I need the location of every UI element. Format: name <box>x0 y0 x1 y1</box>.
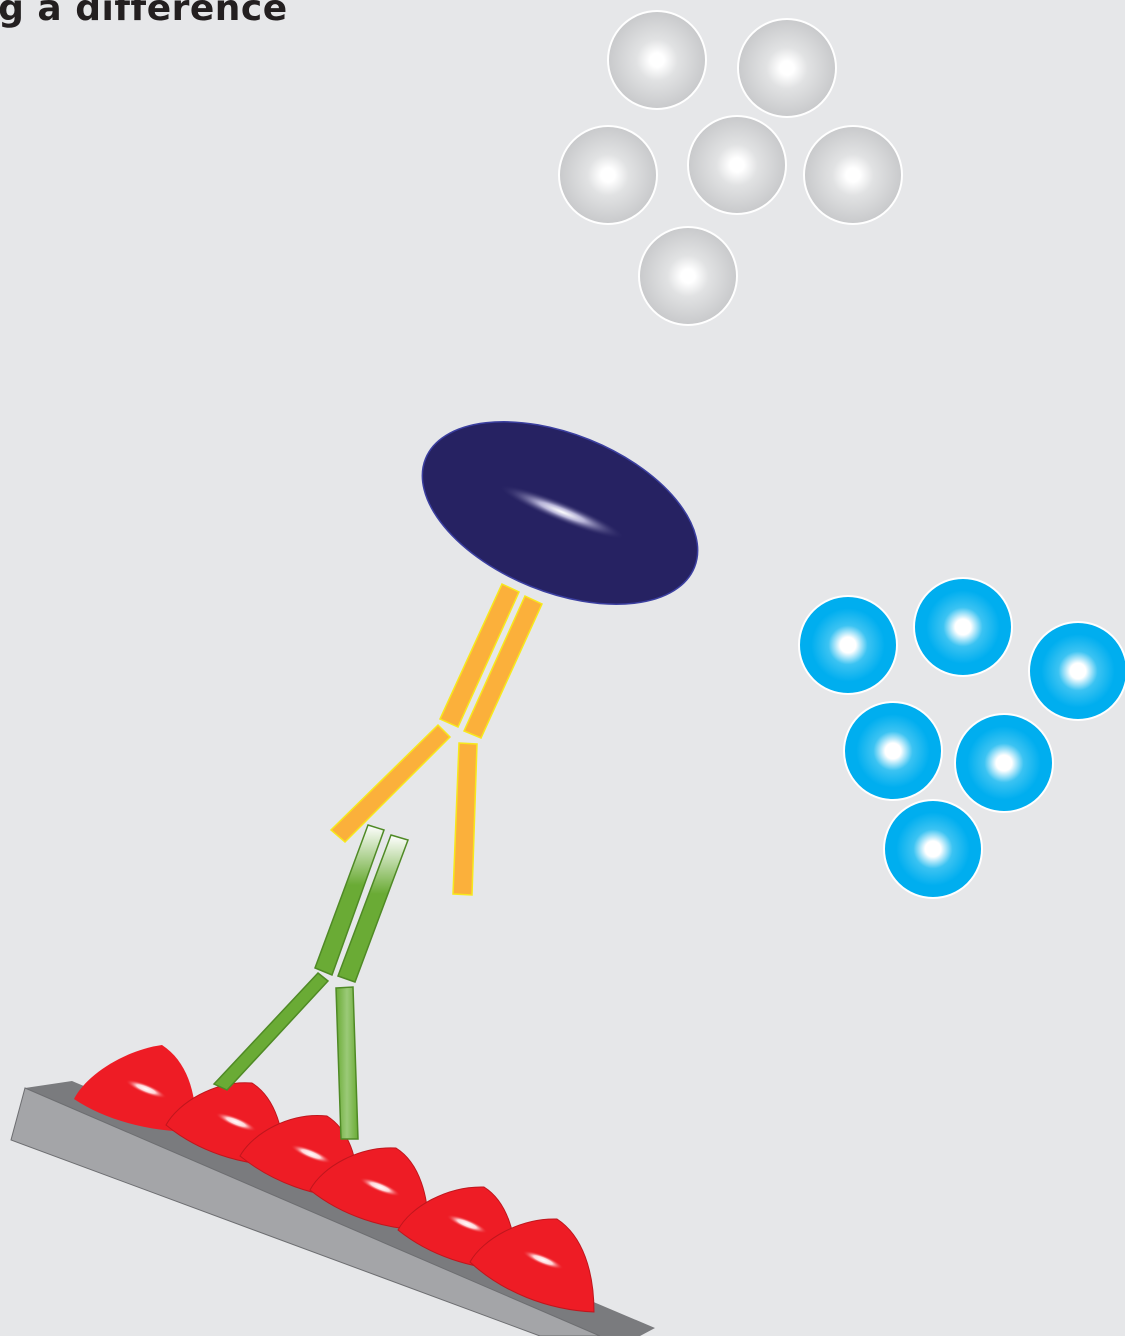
plate-front-face <box>10 1087 601 1336</box>
navy-ellipse-cell-icon <box>421 421 699 605</box>
green-y-antibody-icon <box>212 824 409 1140</box>
green-antibody-stem-right <box>337 834 409 983</box>
navy-cell-highlight <box>498 484 626 540</box>
grey-particle <box>607 10 707 110</box>
orange-antibody-stem-left <box>439 582 520 728</box>
red-antigen <box>469 1218 595 1313</box>
green-antibody-leg <box>335 986 359 1140</box>
orange-antibody-stem-right <box>462 594 543 739</box>
cyan-particle <box>1028 621 1125 721</box>
cyan-particle <box>798 595 898 695</box>
green-antibody-stem-left <box>314 824 385 976</box>
grey-particle <box>638 226 738 326</box>
red-antigen-dome-icon <box>74 1045 595 1313</box>
grey-particle <box>803 125 903 225</box>
orange-antibody-leg <box>452 742 478 896</box>
grey-particle <box>737 18 837 118</box>
red-antigen <box>309 1147 429 1231</box>
cyan-particle <box>913 577 1013 677</box>
caption-text: ng a difference <box>0 0 288 29</box>
cyan-particle <box>843 701 943 801</box>
grey-particle <box>558 125 658 225</box>
cyan-particle <box>883 799 983 899</box>
orange-y-antibody-icon <box>329 582 543 896</box>
cyan-particle-cluster-icon <box>798 577 1125 899</box>
green-antibody-arm-left <box>212 971 330 1091</box>
grey-particle-cluster-icon <box>558 10 903 326</box>
cyan-particle <box>954 713 1054 813</box>
red-antigen <box>74 1045 197 1132</box>
grey-particle <box>687 115 787 215</box>
orange-antibody-arm-left <box>329 723 452 844</box>
